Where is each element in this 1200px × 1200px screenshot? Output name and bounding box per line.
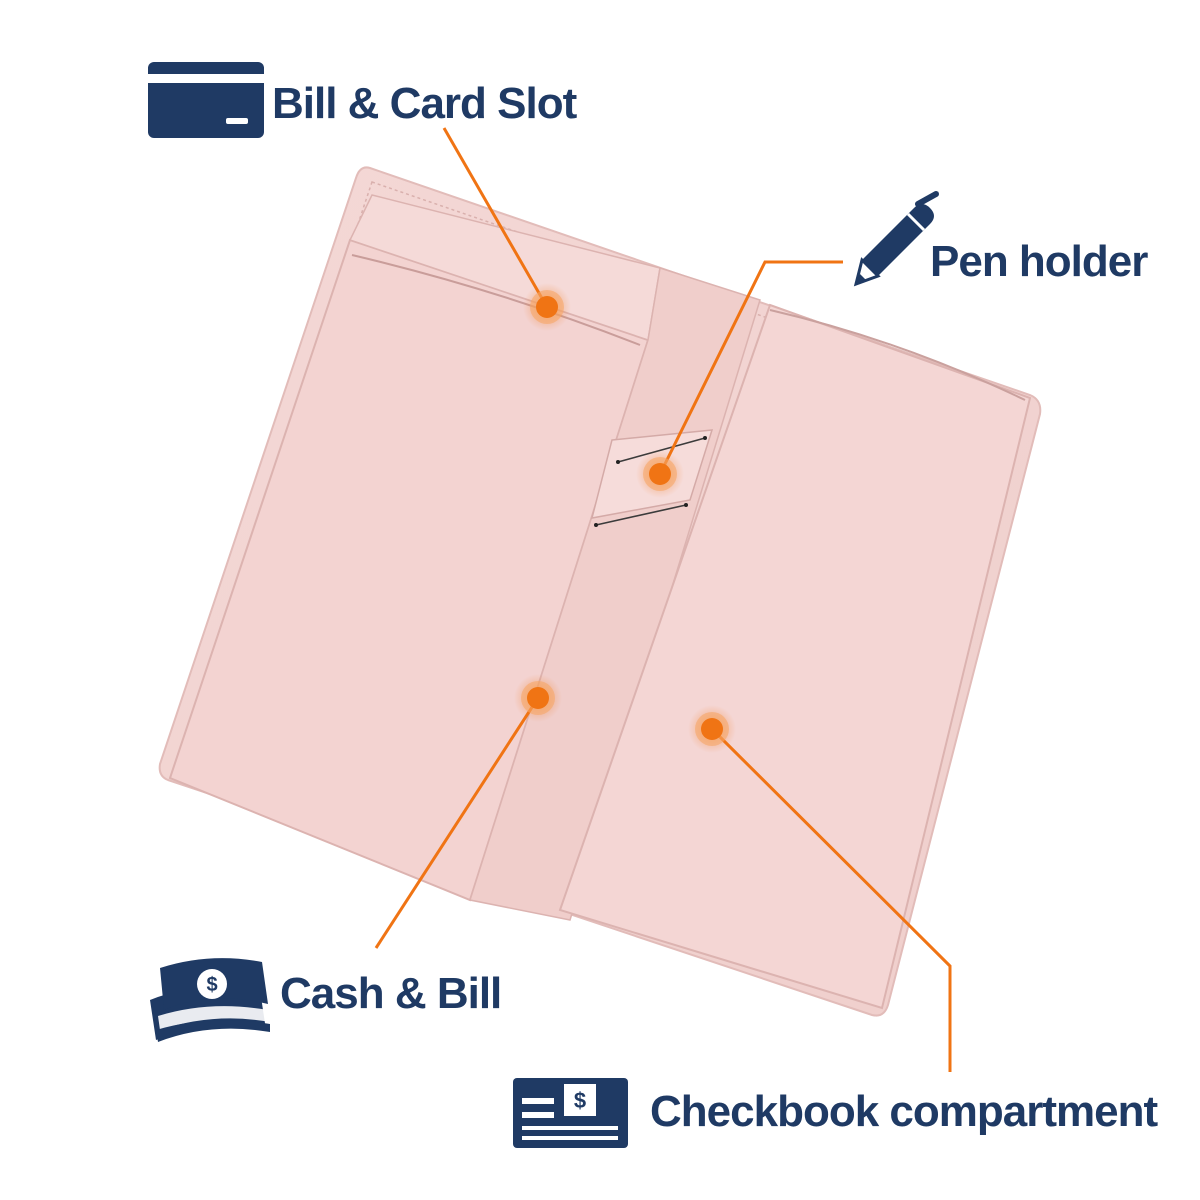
center-spine-panel (469, 267, 761, 921)
bill-card-slot-label: Bill & Card Slot (272, 79, 577, 128)
pen-holder-label: Pen holder (930, 237, 1148, 286)
svg-text:$: $ (574, 1088, 586, 1113)
dot-cash (514, 674, 562, 722)
wallet (158, 166, 1042, 1017)
leader-checkbook (710, 727, 952, 1072)
leader-bill-card (442, 127, 549, 308)
right-pocket-top-edge (769, 309, 1026, 401)
right-pocket-panel (558, 303, 1032, 1010)
checkbook-compartment-label: Checkbook compartment (650, 1087, 1158, 1136)
svg-text:$: $ (206, 974, 217, 996)
card-slot-edge (351, 254, 641, 346)
dot-pen (636, 450, 684, 498)
cash-icon: $ (150, 958, 270, 1042)
leader-cash (374, 697, 540, 949)
dot-bill-card (523, 283, 571, 331)
dot-checkbook (688, 705, 736, 753)
card-icon (148, 62, 264, 138)
leader-lines (374, 127, 952, 1072)
leader-pen (658, 260, 843, 475)
pen-icon (853, 191, 939, 287)
check-icon: $ (513, 1078, 628, 1148)
cash-bill-label: Cash & Bill (280, 969, 502, 1018)
callout-dots (514, 283, 736, 753)
